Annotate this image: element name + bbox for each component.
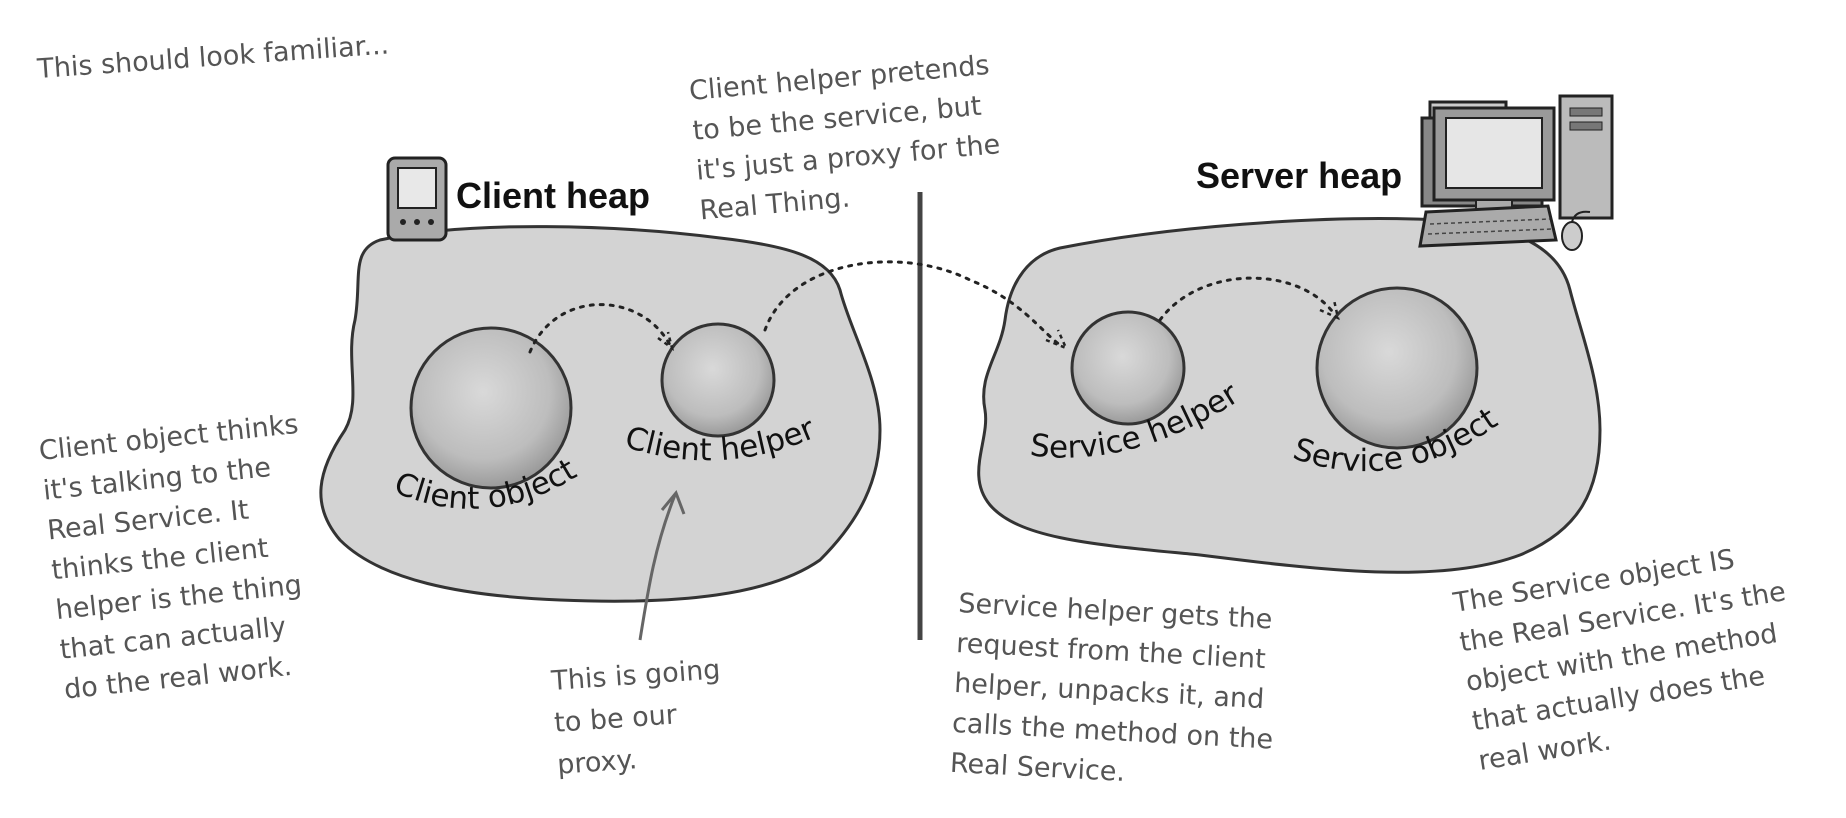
proxy-pointer-arrowhead <box>660 490 686 515</box>
pda-icon <box>386 156 448 242</box>
desktop-computer-icon <box>1418 94 1614 251</box>
proxy-pointer-arrow <box>638 494 677 641</box>
arrowhead-3 <box>1319 299 1340 321</box>
service-helper-sphere <box>1070 310 1186 426</box>
service-object-note: The Service object IS the Real Service. … <box>1450 535 1815 777</box>
client-heap-blob <box>319 225 882 603</box>
client-helper-sphere <box>660 322 776 438</box>
proxy-note: This is going to be our proxy. <box>549 654 736 781</box>
arrow-helper-to-service-helper <box>763 260 1062 347</box>
arrowhead-2 <box>1045 329 1069 351</box>
server-heap-blob <box>977 217 1602 574</box>
client-object-note: Client object thinks it's talking to the… <box>37 408 333 706</box>
arrowhead-1 <box>657 331 675 351</box>
arrow-client-object-to-helper <box>528 303 672 354</box>
intro-text: This should look familiar... <box>35 29 390 85</box>
client-heap-title: Client heap <box>456 175 650 216</box>
client-object-sphere <box>409 326 573 490</box>
client-helper-note: Client helper pretends to be the service… <box>688 49 1014 227</box>
service-object-sphere <box>1315 286 1479 450</box>
arrow-service-helper-to-object <box>1158 276 1337 322</box>
service-helper-note: Service helper gets the request from the… <box>949 588 1288 796</box>
server-heap-title: Server heap <box>1196 155 1402 196</box>
